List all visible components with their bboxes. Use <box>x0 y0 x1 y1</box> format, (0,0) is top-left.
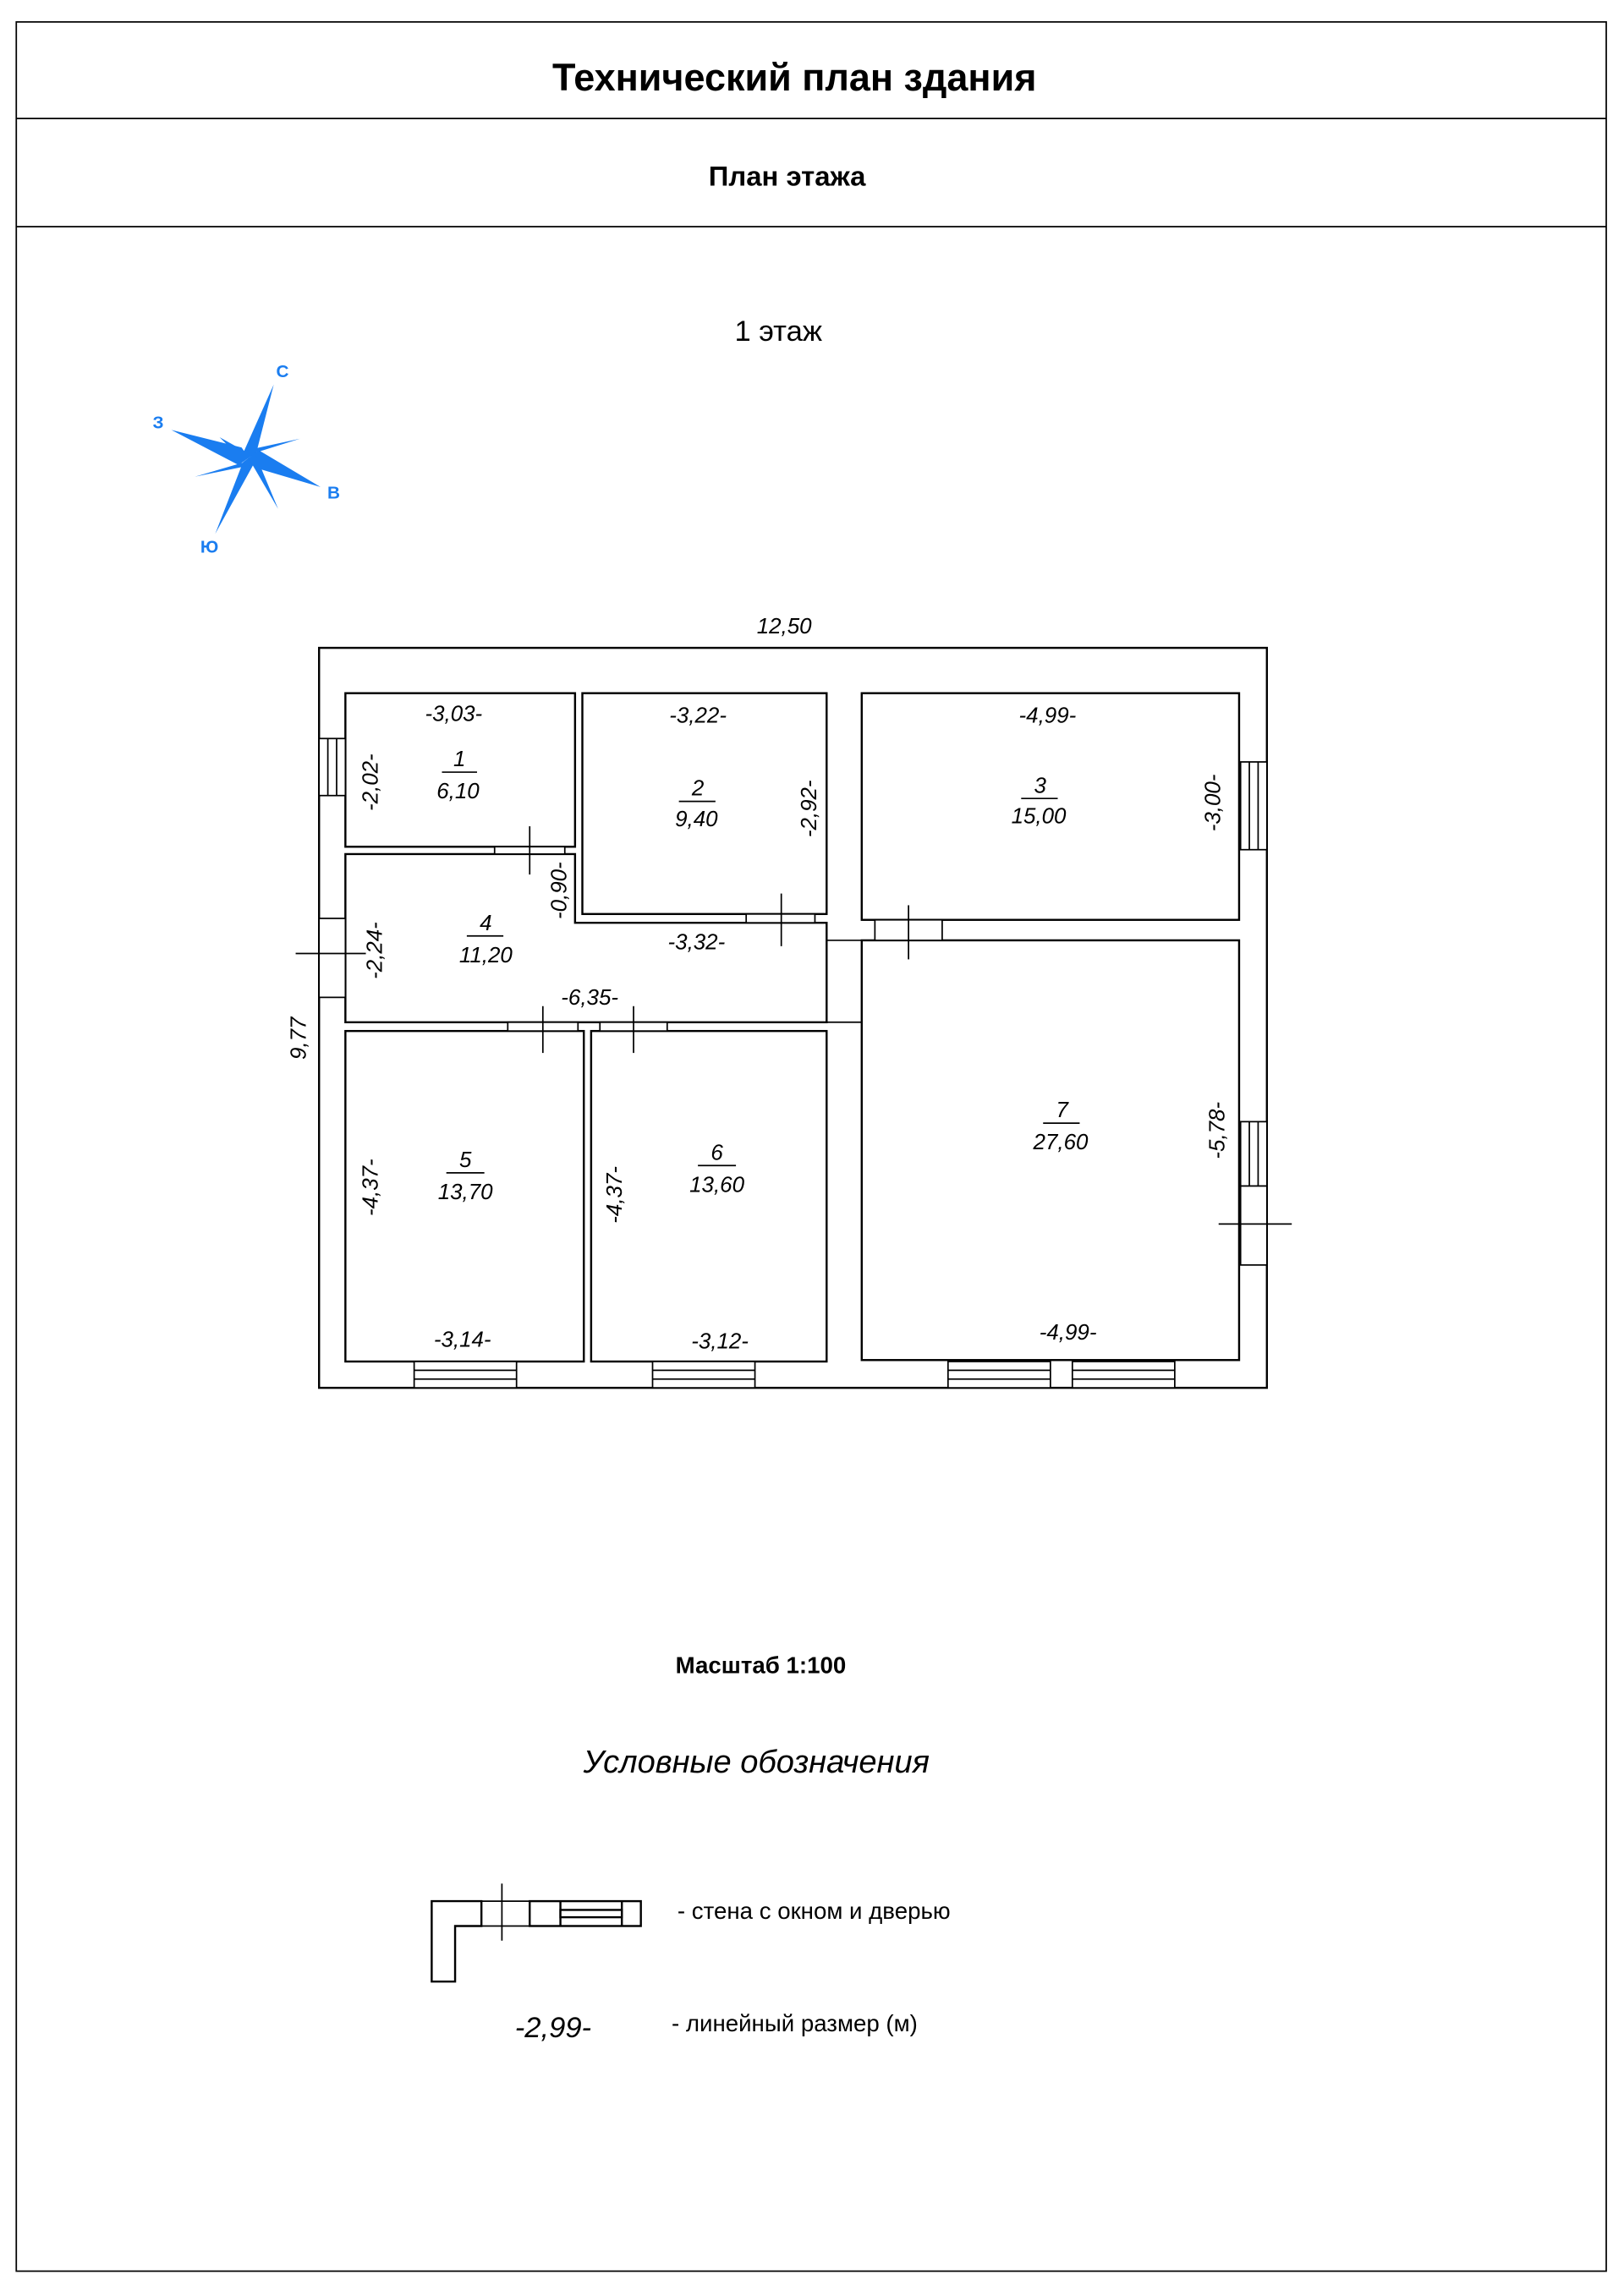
legend-title: Условные обозначения <box>583 1745 930 1780</box>
door-icon <box>295 918 366 999</box>
room-7-area: 27,60 <box>1033 1131 1089 1154</box>
room-4-notch-width: -3,32- <box>668 930 726 954</box>
overall-depth-dimension: 9,77 <box>288 1016 311 1060</box>
door-icon <box>493 826 566 875</box>
overall-width-dimension: 12,50 <box>757 615 812 638</box>
room-1-area: 6,10 <box>436 780 480 803</box>
sheet-border <box>15 21 1607 2272</box>
page-title: Технический план здания <box>552 56 1036 99</box>
room-2-width: -3,22- <box>669 704 727 727</box>
legend-wall-description: - стена с окном и дверью <box>678 1898 951 1924</box>
room-3-depth: -3,00- <box>1201 774 1225 831</box>
compass-north-label: С <box>276 362 288 381</box>
compass-rose-icon: С З В Ю <box>153 362 341 557</box>
room-5 <box>344 1029 585 1363</box>
door-icon <box>507 1006 579 1054</box>
room-5-number: 5 <box>459 1148 472 1172</box>
room-7-number: 7 <box>1056 1099 1069 1122</box>
room-7-width: -4,99- <box>1040 1321 1097 1345</box>
window-icon <box>413 1361 518 1389</box>
room-5-depth: -4,37- <box>359 1159 382 1216</box>
room-5-width: -3,14- <box>434 1329 491 1352</box>
door-icon <box>1218 1185 1292 1266</box>
compass-south-label: Ю <box>200 538 218 557</box>
room-4-number: 4 <box>480 912 491 935</box>
room-4-notch-depth: -0,90- <box>547 862 571 919</box>
room-6-number: 6 <box>710 1141 723 1164</box>
door-icon <box>745 893 816 946</box>
room-3 <box>860 692 1241 921</box>
room-4-area: 11,20 <box>459 944 513 967</box>
room-6-width: -3,12- <box>691 1329 749 1353</box>
window-icon <box>318 737 347 797</box>
room-6-depth: -4,37- <box>603 1166 627 1224</box>
window-icon <box>651 1361 756 1389</box>
room-7 <box>860 939 1241 1362</box>
room-1-depth: -2,02- <box>359 753 382 811</box>
legend-dimension-example: -2,99- <box>515 2012 591 2044</box>
door-icon <box>874 905 943 960</box>
page-subtitle: План этажа <box>709 161 866 192</box>
room-4-depth: -2,24- <box>364 922 387 979</box>
room-1-width: -3,03- <box>425 703 482 726</box>
compass-west-label: З <box>153 414 164 433</box>
room-2-area: 9,40 <box>675 808 718 831</box>
window-icon <box>946 1361 1051 1389</box>
window-icon <box>1239 1121 1268 1187</box>
floor-plan: 12,50 9,77 -3,03- -2,02- 1 6,10 -3,22- -… <box>288 615 1292 1389</box>
room-3-number: 3 <box>1034 774 1047 797</box>
window-icon <box>1071 1361 1176 1389</box>
room-6 <box>590 1029 828 1363</box>
room-2-depth: -2,92- <box>798 780 821 837</box>
floor-label: 1 этаж <box>734 315 822 348</box>
room-3-width: -4,99- <box>1019 704 1077 727</box>
scale-label: Масштаб 1:100 <box>676 1652 847 1678</box>
window-icon <box>1239 761 1268 851</box>
room-3-area: 15,00 <box>1012 805 1067 829</box>
room-2-number: 2 <box>691 777 705 801</box>
legend-dimension-description: - линейный размер (м) <box>672 2010 918 2036</box>
room-1-number: 1 <box>453 748 465 771</box>
legend-wall-symbol <box>431 1883 642 1983</box>
room-5-area: 13,70 <box>438 1181 493 1204</box>
room-4 <box>344 852 828 1023</box>
room-2 <box>581 692 828 916</box>
room-6-area: 13,60 <box>689 1173 744 1197</box>
door-icon <box>599 1006 668 1054</box>
room-7-depth: -5,78- <box>1206 1102 1230 1159</box>
room-4-width: -6,35- <box>561 986 618 1010</box>
compass-east-label: В <box>327 484 340 503</box>
